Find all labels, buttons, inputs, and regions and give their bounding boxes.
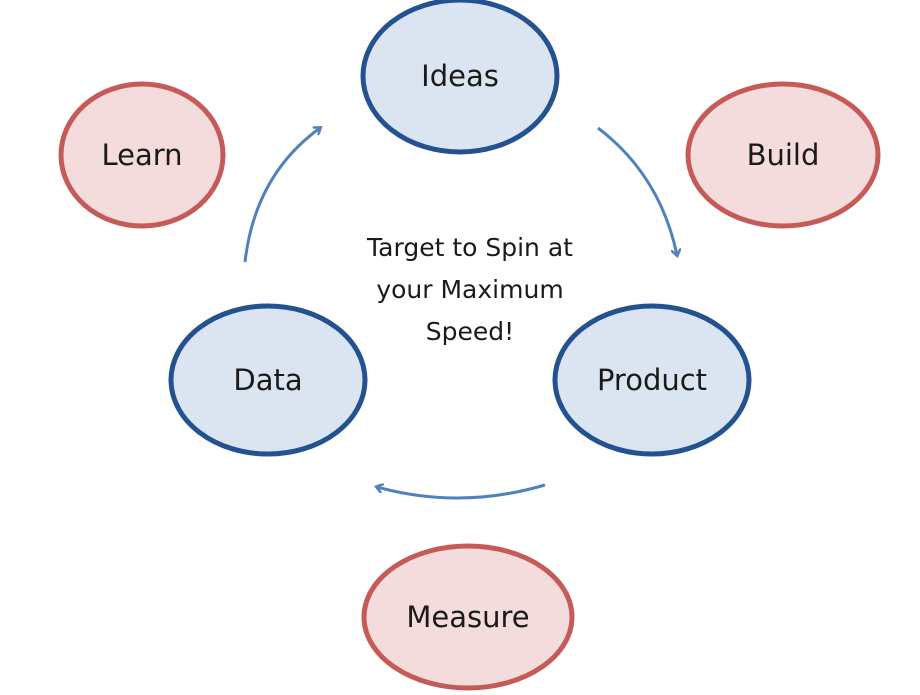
learn-label: Learn bbox=[101, 138, 183, 172]
product-label: Product bbox=[596, 363, 708, 397]
ideas-label: Ideas bbox=[421, 59, 499, 93]
arrow-product-to-data bbox=[377, 485, 546, 500]
arrow-ideas-to-product bbox=[597, 126, 677, 255]
center-caption: Target to Spin at your Maximum Speed! bbox=[367, 227, 573, 353]
measure-label: Measure bbox=[406, 600, 530, 634]
build-ellipse bbox=[685, 81, 881, 229]
data-ellipse bbox=[168, 303, 368, 457]
ideas-ellipse bbox=[360, 0, 560, 155]
center-line-2: your Maximum bbox=[376, 275, 564, 304]
measure-ellipse bbox=[361, 543, 575, 691]
product-ellipse bbox=[552, 303, 752, 457]
learn-ellipse bbox=[58, 81, 226, 229]
arrow-data-to-ideas bbox=[243, 128, 320, 263]
build-label: Build bbox=[746, 138, 820, 172]
center-line-3: Speed! bbox=[425, 317, 515, 346]
center-line-1: Target to Spin at bbox=[367, 233, 573, 262]
data-label: Data bbox=[233, 363, 303, 397]
